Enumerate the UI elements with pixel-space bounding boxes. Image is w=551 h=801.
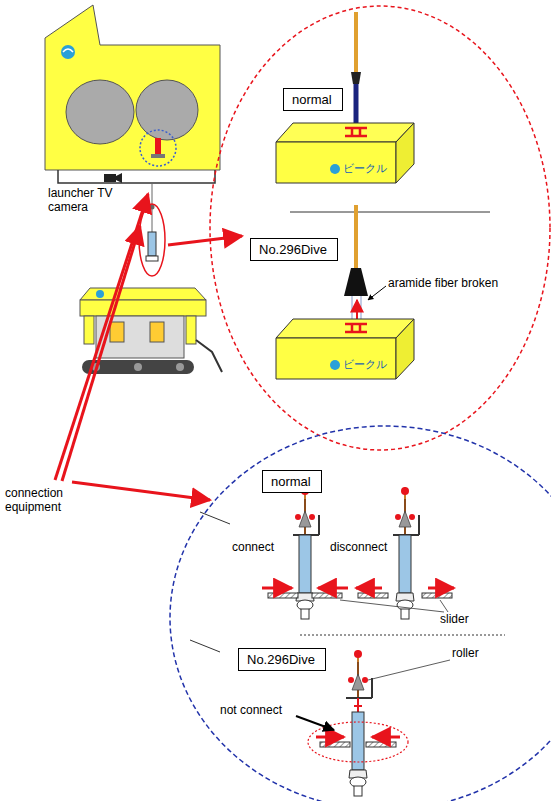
vehicle-box-outline bbox=[275, 122, 415, 184]
part-label: aramide fiber broken bbox=[388, 276, 498, 290]
vehicle-name: ビークル bbox=[343, 357, 387, 372]
vehicle-box: ビークル bbox=[275, 318, 415, 380]
caption-box: normal bbox=[262, 470, 322, 493]
caption-text: No.296Dive bbox=[247, 652, 317, 667]
part-label: launcher TV camera bbox=[48, 186, 120, 215]
vehicle-box-outline bbox=[275, 318, 415, 380]
caption-box: No.296Dive bbox=[250, 238, 338, 261]
caption-text: normal bbox=[271, 474, 313, 489]
part-label: not connect bbox=[220, 703, 282, 717]
caption-box: normal bbox=[283, 88, 343, 111]
vehicle-name: ビークル bbox=[343, 161, 387, 176]
part-label: disconnect bbox=[330, 540, 387, 554]
vehicle-box: ビークル bbox=[275, 122, 415, 184]
part-label: connection equipment bbox=[5, 486, 95, 515]
caption-text: No.296Dive bbox=[259, 242, 329, 257]
caption-box: No.296Dive bbox=[238, 648, 326, 671]
caption-text: normal bbox=[292, 92, 334, 107]
part-label: connect bbox=[232, 540, 274, 554]
part-label: slider bbox=[440, 612, 469, 626]
part-label: roller bbox=[452, 646, 479, 660]
